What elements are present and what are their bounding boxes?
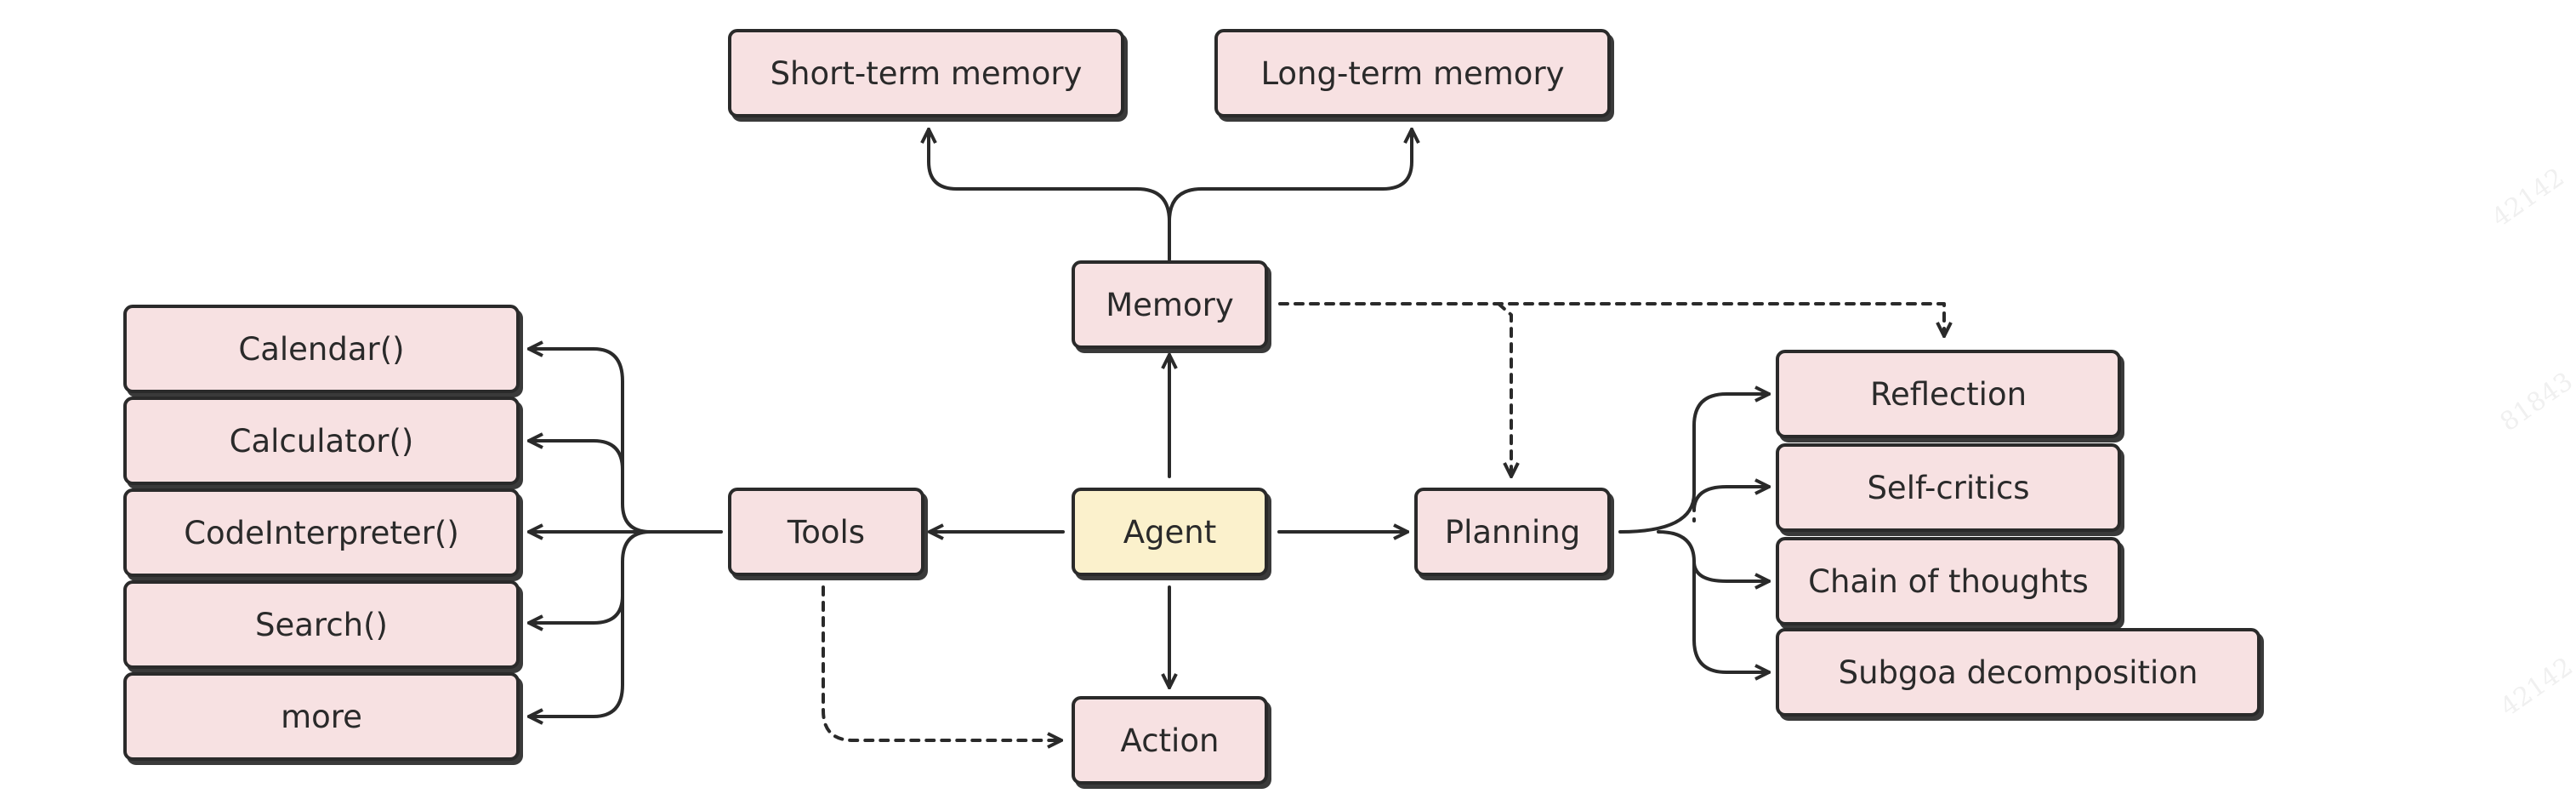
node-reflection: Reflection <box>1776 350 2121 438</box>
node-chain-of-thoughts: Chain of thoughts <box>1776 537 2121 625</box>
node-search: Search() <box>123 580 520 669</box>
edge-tools-more <box>527 594 624 717</box>
edge-planning-reflection <box>1618 394 1771 534</box>
node-calculator: Calculator() <box>123 397 520 485</box>
edge-memory-short-term <box>929 128 1171 261</box>
edge-memory-planning-dashed <box>1497 302 1511 478</box>
node-code-interpreter: CodeInterpreter() <box>123 488 520 577</box>
node-tools: Tools <box>728 488 924 576</box>
edge-memory-long-term <box>1168 128 1412 223</box>
node-memory: Memory <box>1072 260 1268 349</box>
edge-tools-calendar <box>527 349 652 534</box>
edge-planning-subgoal <box>1692 560 1771 672</box>
edge-planning-chain <box>1657 530 1771 581</box>
node-subgoal-decomposition: Subgoa decomposition <box>1776 628 2260 717</box>
node-long-term-memory: Long-term memory <box>1214 29 1611 117</box>
node-agent: Agent <box>1072 488 1268 576</box>
edge-planning-self-critics <box>1692 487 1769 522</box>
node-planning: Planning <box>1414 488 1611 576</box>
node-more: more <box>123 672 520 761</box>
node-action: Action <box>1072 696 1268 785</box>
edge-tools-search <box>527 530 652 623</box>
edge-tools-action-dashed <box>822 585 1063 740</box>
node-short-term-memory: Short-term memory <box>728 29 1124 117</box>
node-calendar: Calendar() <box>123 305 520 393</box>
edge-tools-calculator <box>527 441 624 471</box>
node-self-critics: Self-critics <box>1776 443 2121 532</box>
edge-memory-reflection-dashed <box>1278 302 1944 338</box>
